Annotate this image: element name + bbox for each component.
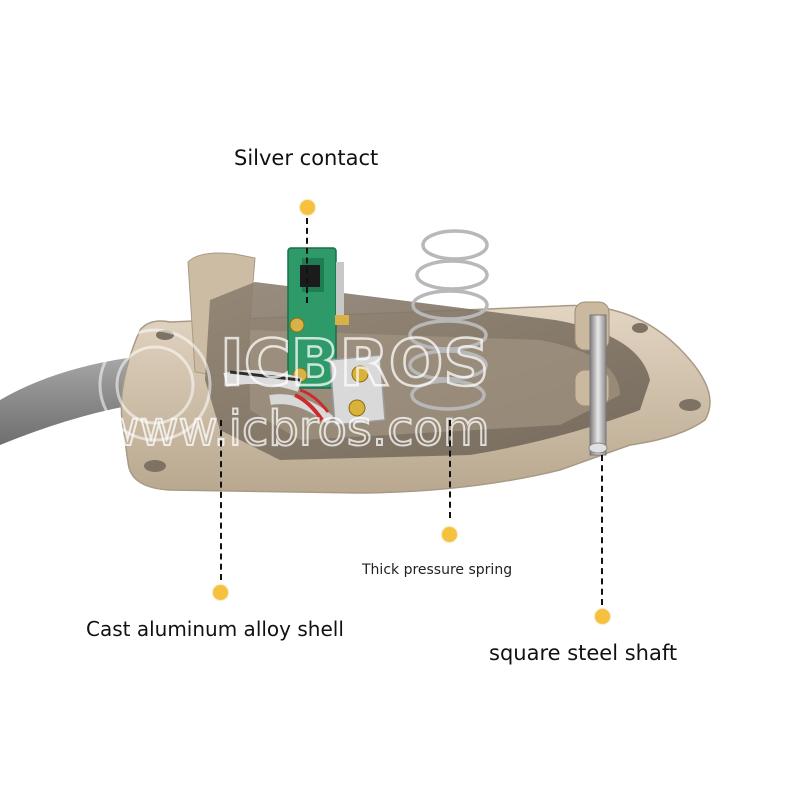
callout-dot-shaft	[595, 609, 610, 624]
label-steel-shaft: square steel shaft	[489, 641, 678, 665]
callout-line-silver-contact	[306, 218, 308, 303]
label-pressure-spring: Thick pressure spring	[362, 562, 513, 578]
callout-line-shaft	[601, 455, 603, 605]
callout-dot-spring	[442, 527, 457, 542]
terminal-bracket	[329, 354, 386, 426]
callout-line-shell	[220, 420, 222, 580]
label-silver-contact: Silver contact	[234, 146, 379, 170]
callout-line-spring	[449, 420, 451, 518]
callout-dot-shell	[213, 585, 228, 600]
label-shell: Cast aluminum alloy shell	[86, 617, 344, 641]
callout-dot-silver-contact	[300, 200, 315, 215]
wires	[223, 370, 334, 424]
steel-shaft	[574, 301, 610, 456]
pressure-spring	[408, 229, 489, 411]
